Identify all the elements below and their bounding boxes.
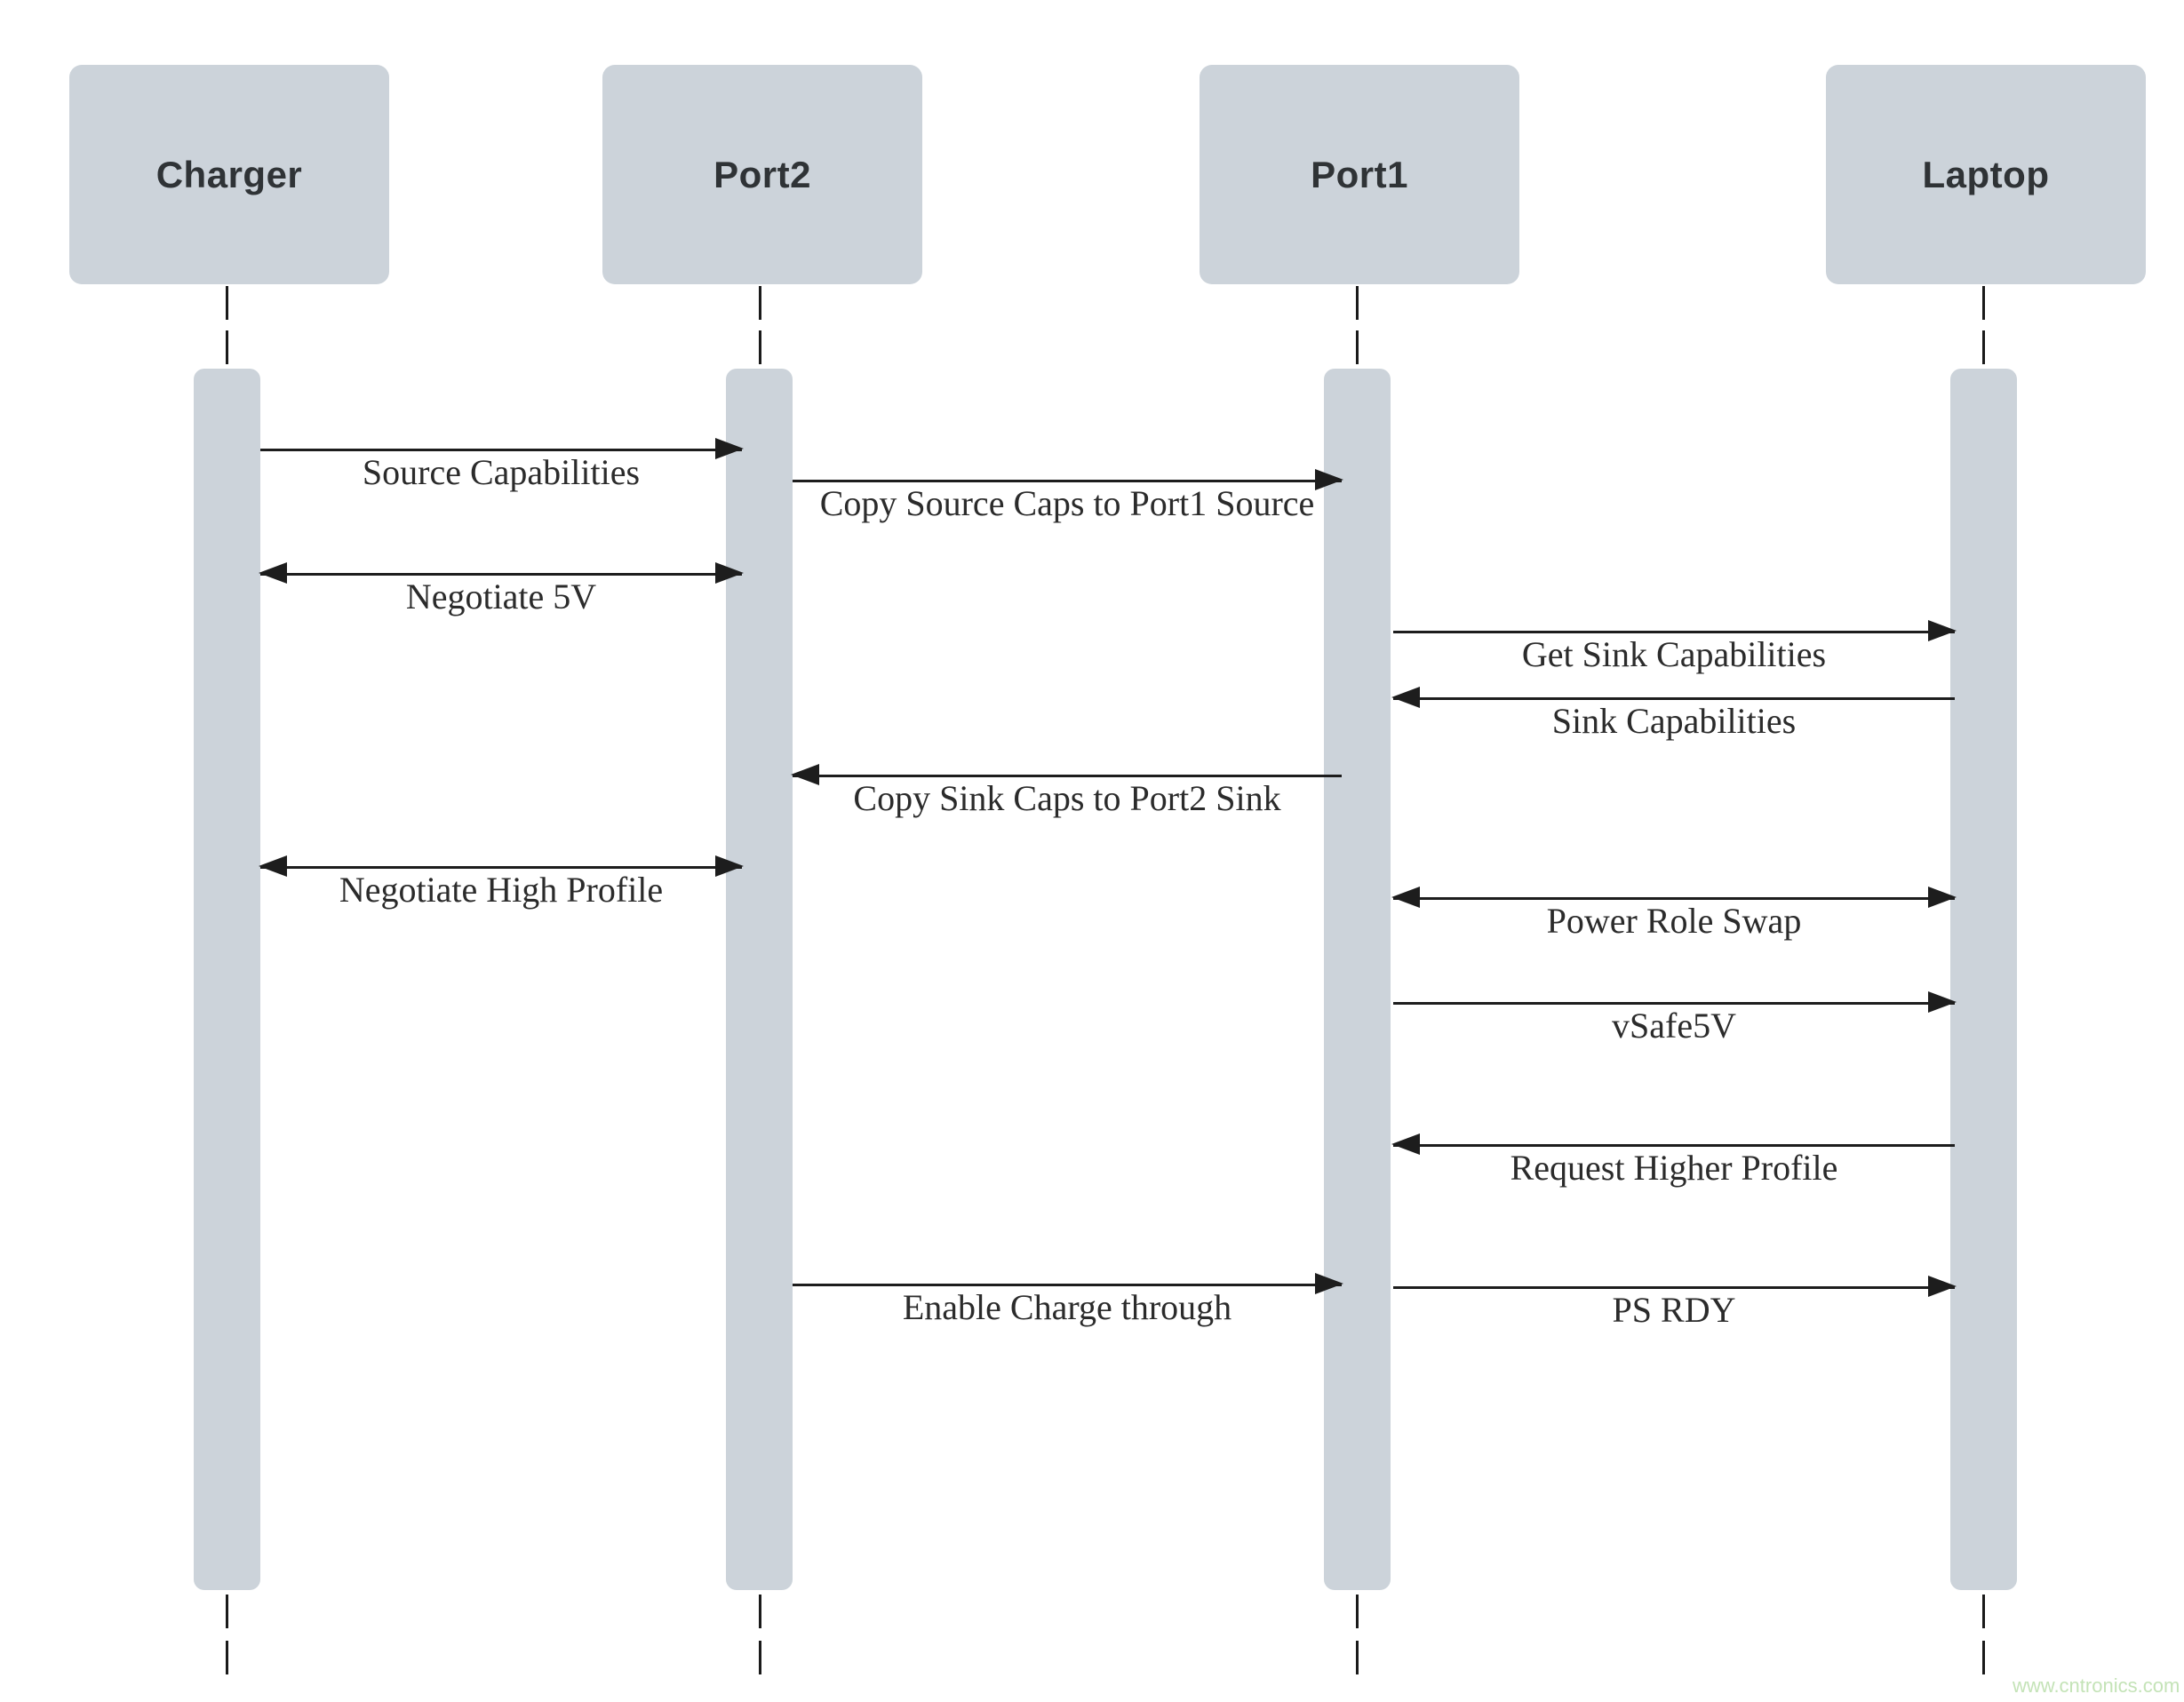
message-line-vsafe5v bbox=[1393, 1002, 1955, 1005]
arrowhead-left-icon bbox=[259, 562, 287, 584]
lifeline-port2 bbox=[759, 330, 761, 364]
activation-bar-charger bbox=[194, 369, 260, 1590]
lifeline-port2 bbox=[759, 1641, 761, 1674]
message-label-negotiate-high-profile: Negotiate High Profile bbox=[339, 870, 664, 910]
message-line-negotiate-high-profile bbox=[260, 866, 742, 869]
message-label-copy-sink-caps: Copy Sink Caps to Port2 Sink bbox=[853, 778, 1281, 818]
arrowhead-right-icon bbox=[1928, 620, 1957, 641]
lifeline-laptop bbox=[1982, 1595, 1985, 1628]
participant-label-charger: Charger bbox=[155, 153, 303, 195]
participant-box-charger[interactable]: Charger bbox=[69, 65, 389, 284]
participant-box-port1[interactable]: Port1 bbox=[1200, 65, 1519, 284]
message-label-ps-rdy: PS RDY bbox=[1612, 1290, 1736, 1330]
message-line-sink-capabilities bbox=[1393, 697, 1955, 700]
participant-label-port2: Port2 bbox=[713, 153, 811, 195]
message-line-enable-charge-through bbox=[793, 1284, 1342, 1286]
participant-box-laptop[interactable]: Laptop bbox=[1826, 65, 2146, 284]
arrowhead-right-icon bbox=[1315, 469, 1343, 490]
lifeline-laptop bbox=[1982, 286, 1985, 320]
message-line-copy-sink-caps bbox=[793, 775, 1342, 777]
arrowhead-left-icon bbox=[791, 764, 819, 785]
arrowhead-right-icon bbox=[1928, 887, 1957, 908]
arrowhead-right-icon bbox=[1928, 1276, 1957, 1297]
lifeline-port2 bbox=[759, 1595, 761, 1628]
message-label-source-capabilities: Source Capabilities bbox=[362, 452, 641, 492]
message-label-request-higher-profile: Request Higher Profile bbox=[1510, 1148, 1838, 1188]
site-watermark: www.cntronics.com bbox=[2013, 1674, 2180, 1697]
activation-bar-port1 bbox=[1324, 369, 1391, 1590]
message-label-vsafe5v: vSafe5V bbox=[1612, 1006, 1736, 1046]
participant-label-port1: Port1 bbox=[1311, 153, 1408, 195]
lifeline-laptop bbox=[1982, 330, 1985, 364]
message-line-negotiate-5v bbox=[260, 573, 742, 576]
lifeline-charger bbox=[226, 1641, 228, 1674]
message-label-power-role-swap: Power Role Swap bbox=[1546, 901, 1802, 941]
message-line-copy-source-caps bbox=[793, 480, 1342, 482]
message-label-negotiate-5v: Negotiate 5V bbox=[405, 577, 597, 616]
message-line-power-role-swap bbox=[1393, 897, 1955, 900]
lifeline-laptop bbox=[1982, 1641, 1985, 1674]
activation-bar-port2 bbox=[726, 369, 793, 1590]
arrowhead-right-icon bbox=[715, 438, 744, 459]
participant-box-port2[interactable]: Port2 bbox=[602, 65, 922, 284]
arrowhead-right-icon bbox=[715, 855, 744, 877]
arrowhead-right-icon bbox=[715, 562, 744, 584]
lifeline-port2 bbox=[759, 286, 761, 320]
lifeline-charger bbox=[226, 286, 228, 320]
message-label-copy-source-caps: Copy Source Caps to Port1 Source bbox=[819, 483, 1315, 523]
activation-bar-laptop bbox=[1950, 369, 2017, 1590]
participant-label-laptop: Laptop bbox=[1922, 153, 2050, 195]
lifeline-port1 bbox=[1356, 1641, 1359, 1674]
message-line-get-sink-capabilities bbox=[1393, 631, 1955, 633]
lifeline-port1 bbox=[1356, 286, 1359, 320]
message-label-enable-charge-through: Enable Charge through bbox=[902, 1287, 1232, 1327]
message-label-sink-capabilities: Sink Capabilities bbox=[1551, 701, 1797, 741]
arrowhead-right-icon bbox=[1928, 991, 1957, 1013]
message-line-request-higher-profile bbox=[1393, 1144, 1955, 1147]
lifeline-port1 bbox=[1356, 330, 1359, 364]
lifeline-charger bbox=[226, 1595, 228, 1628]
lifeline-charger bbox=[226, 330, 228, 364]
message-line-source-capabilities bbox=[260, 449, 742, 451]
arrowhead-left-icon bbox=[1391, 887, 1420, 908]
message-line-ps-rdy bbox=[1393, 1286, 1955, 1289]
arrowhead-left-icon bbox=[259, 855, 287, 877]
arrowhead-right-icon bbox=[1315, 1273, 1343, 1294]
arrowhead-left-icon bbox=[1391, 1133, 1420, 1155]
lifeline-port1 bbox=[1356, 1595, 1359, 1628]
arrowhead-left-icon bbox=[1391, 687, 1420, 708]
message-label-get-sink-capabilities: Get Sink Capabilities bbox=[1521, 634, 1827, 674]
